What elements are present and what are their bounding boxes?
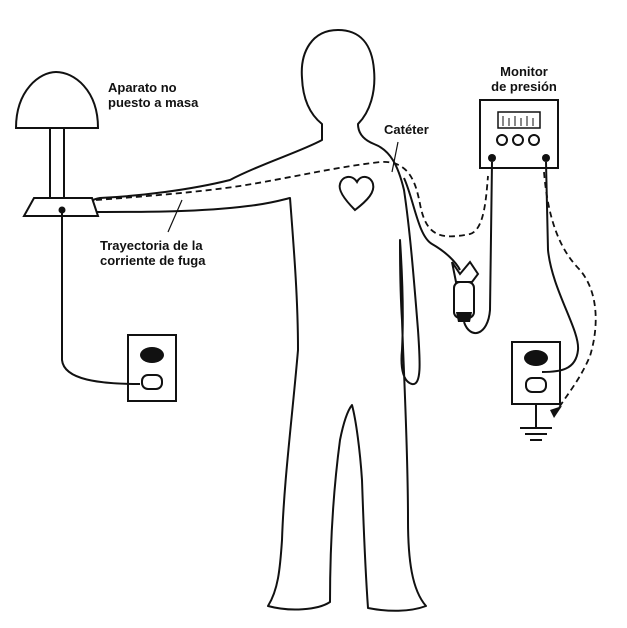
- human-body-outline: [87, 29, 427, 612]
- monitor-label-line1: Monitor: [500, 64, 548, 79]
- catheter-leader-line: [391, 141, 399, 173]
- apparatus-label-line2: puesto a masa: [108, 95, 199, 110]
- wire-monitor-to-outlet: [541, 161, 580, 373]
- apparatus-label: Aparato no puesto a masa: [108, 80, 198, 110]
- pressure-monitor: [479, 99, 559, 169]
- leakage-current-path-return: [543, 171, 597, 413]
- monitor-label-line2: de presión: [491, 79, 557, 94]
- leak-path-label-line1: Trayectoria de la: [100, 238, 203, 253]
- leakage-current-path: [95, 161, 489, 238]
- wall-outlet-left: [127, 334, 177, 402]
- leak-path-label: Trayectoria de la corriente de fuga: [100, 238, 205, 268]
- lamp-apparatus: [14, 70, 100, 217]
- wire-catheter-to-transducer: [403, 177, 461, 271]
- monitor-label: Monitor de presión: [478, 64, 570, 94]
- transducer: [451, 260, 480, 322]
- catheter-label-text: Catéter: [384, 122, 429, 137]
- catheter-label: Catéter: [384, 122, 429, 137]
- wire-transducer-to-monitor: [463, 161, 493, 334]
- leak-path-label-line2: corriente de fuga: [100, 253, 206, 268]
- wall-outlet-right: [511, 341, 561, 405]
- leak-label-leader-line: [167, 199, 183, 233]
- apparatus-label-line1: Aparato no: [108, 80, 177, 95]
- ground-symbol: [520, 404, 552, 441]
- wire-lamp-to-outlet: [61, 212, 141, 385]
- leakage-arrowhead: [550, 406, 562, 418]
- heart-icon: [338, 176, 375, 212]
